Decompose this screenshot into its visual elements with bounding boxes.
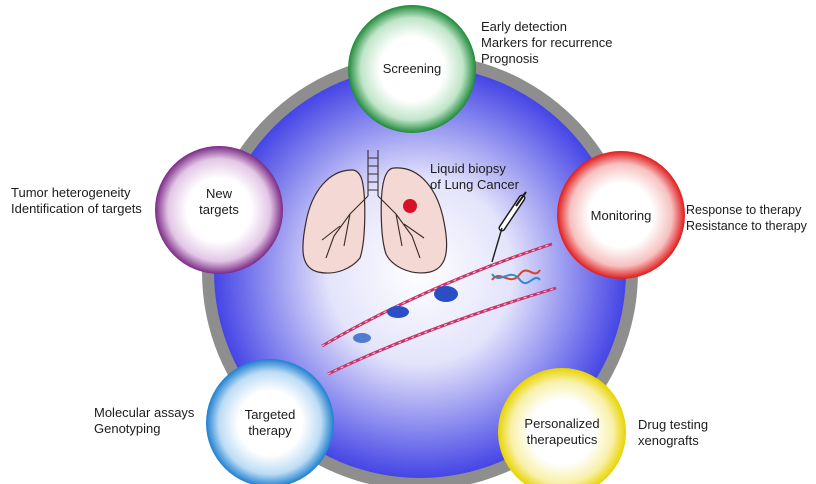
new-targets-notes: Tumor heterogeneity Identification of ta… — [11, 185, 142, 217]
new-targets-label: New targets — [169, 186, 269, 218]
cell-blue-2 — [434, 286, 458, 302]
personalized-note-1: Drug testing — [638, 417, 708, 433]
personalized-label: Personalized therapeutics — [507, 416, 617, 448]
screening-notes: Early detection Markers for recurrence P… — [481, 19, 612, 67]
targeted-therapy-note-2: Genotyping — [94, 421, 194, 437]
targeted-therapy-label: Targeted therapy — [220, 407, 320, 439]
monitoring-note-1: Response to therapy — [686, 202, 807, 218]
cell-blue-1 — [387, 306, 409, 318]
new-targets-label-line2: targets — [169, 202, 269, 218]
tumor — [403, 199, 417, 213]
monitoring-label-text: Monitoring — [591, 208, 652, 223]
personalized-note-2: xenografts — [638, 433, 708, 449]
monitoring-note-2: Resistance to therapy — [686, 218, 807, 234]
personalized-label-line1: Personalized — [507, 416, 617, 432]
center-title-line2: of Lung Cancer — [430, 177, 519, 193]
new-targets-note-1: Tumor heterogeneity — [11, 185, 142, 201]
screening-note-2: Markers for recurrence — [481, 35, 612, 51]
screening-label-text: Screening — [383, 61, 442, 76]
center-title-line1: Liquid biopsy — [430, 161, 519, 177]
targeted-therapy-notes: Molecular assays Genotyping — [94, 405, 194, 437]
monitoring-label: Monitoring — [571, 208, 671, 224]
targeted-therapy-note-1: Molecular assays — [94, 405, 194, 421]
personalized-notes: Drug testing xenografts — [638, 417, 708, 449]
new-targets-note-2: Identification of targets — [11, 201, 142, 217]
new-targets-label-line1: New — [169, 186, 269, 202]
screening-note-3: Prognosis — [481, 51, 612, 67]
targeted-therapy-label-line2: therapy — [220, 423, 320, 439]
monitoring-notes: Response to therapy Resistance to therap… — [686, 202, 807, 234]
screening-note-1: Early detection — [481, 19, 612, 35]
screening-label: Screening — [362, 61, 462, 77]
center-title: Liquid biopsy of Lung Cancer — [430, 161, 519, 193]
personalized-label-line2: therapeutics — [507, 432, 617, 448]
cell-small — [353, 333, 371, 343]
targeted-therapy-label-line1: Targeted — [220, 407, 320, 423]
